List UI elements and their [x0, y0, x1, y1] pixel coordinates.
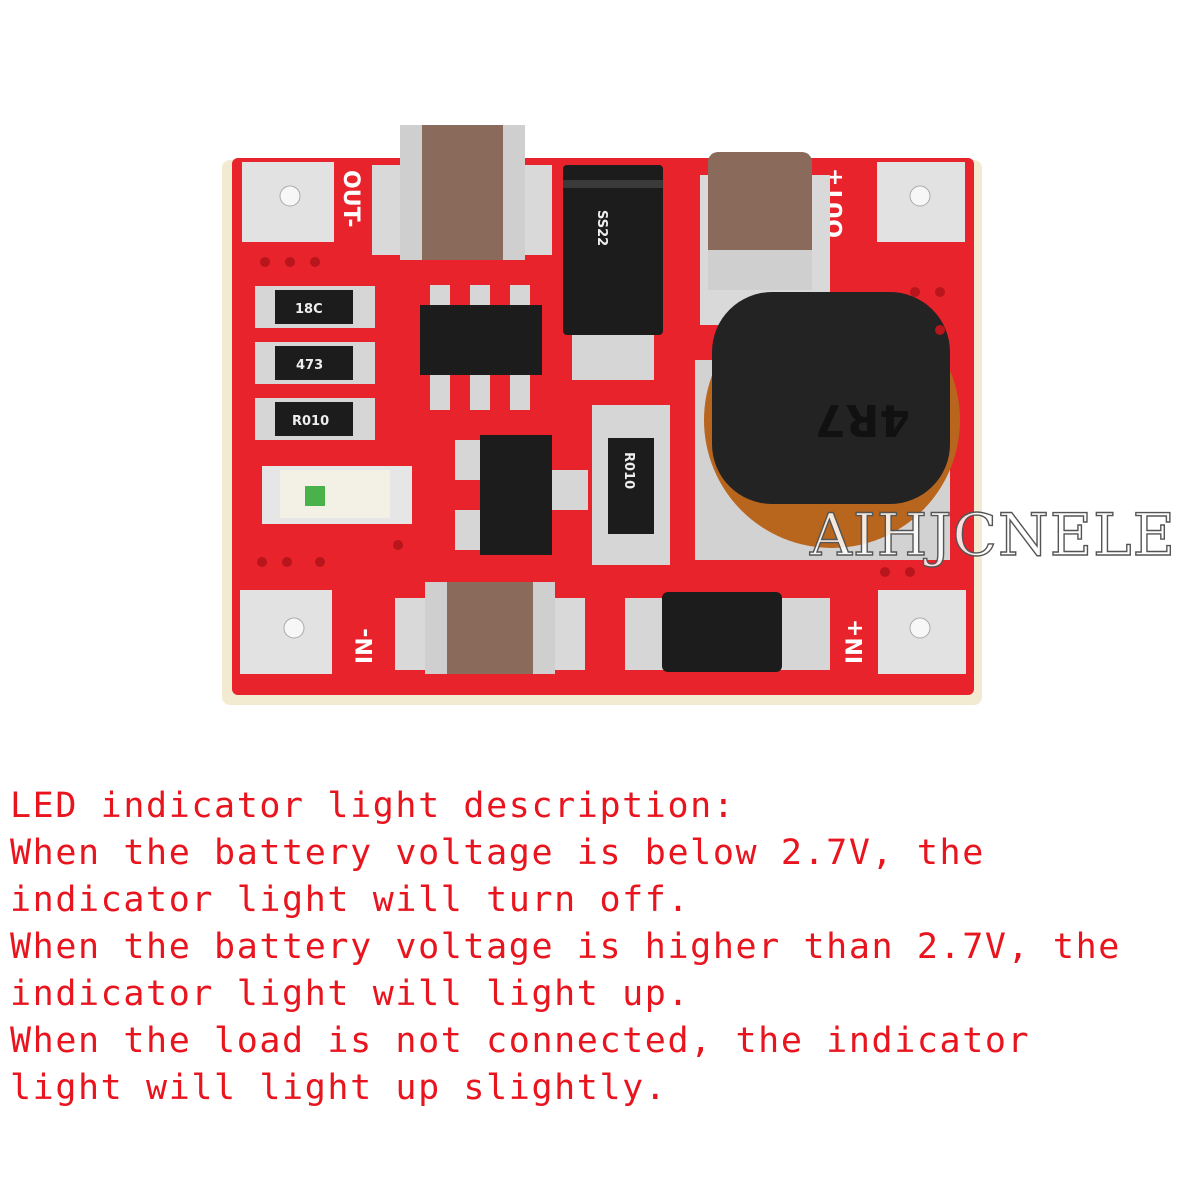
inductor-4r7: 4R7	[695, 292, 960, 560]
description-line-7: light will light up slightly.	[10, 1068, 668, 1108]
description-line-4: When the battery voltage is higher than …	[10, 927, 1121, 967]
diode-ss22: SS22	[563, 165, 663, 380]
boost-ic	[420, 285, 542, 410]
resistor-r010-vertical: R010	[592, 405, 670, 565]
mount-pad-top-right	[877, 162, 965, 242]
label-in-plus: IN+	[843, 619, 868, 664]
diode-marking: SS22	[594, 210, 609, 246]
watermark-text: AIHJCNELE	[809, 501, 1176, 569]
input-chip	[625, 592, 830, 672]
mount-pad-bottom-right	[878, 590, 966, 674]
mount-pad-top-left	[242, 162, 334, 242]
label-in-minus: IN-	[353, 628, 378, 664]
indicator-led	[262, 466, 412, 524]
label-out-minus: OUT-	[338, 170, 363, 227]
mount-pad-bottom-left	[240, 590, 332, 674]
led-description: LED indicator light description: When th…	[10, 783, 1200, 1112]
description-line-6: When the load is not connected, the indi…	[10, 1021, 1031, 1061]
product-photo: OUT- OUT+ IN- IN+ SS22 4R7 18C 473	[222, 125, 1176, 705]
resistor-473: 473	[255, 342, 375, 384]
resistor-18c: 18C	[255, 286, 375, 328]
capacitor-input	[395, 582, 585, 674]
pcb-vias	[257, 257, 945, 577]
description-line-3: indicator light will turn off.	[10, 880, 691, 920]
description-line-5: indicator light will light up.	[10, 974, 691, 1014]
resistor-r010-vertical-marking: R010	[621, 452, 636, 489]
description-line-2: When the battery voltage is below 2.7V, …	[10, 833, 985, 873]
resistor-r010-left-marking: R010	[292, 414, 329, 429]
capacitor-output-left	[372, 125, 552, 260]
transistor	[455, 435, 588, 555]
resistor-18c-marking: 18C	[295, 302, 323, 317]
description-line-1: LED indicator light description:	[10, 786, 736, 826]
resistor-r010-left: R010	[255, 398, 375, 440]
resistor-473-marking: 473	[296, 358, 323, 373]
inductor-marking: 4R7	[815, 394, 910, 445]
